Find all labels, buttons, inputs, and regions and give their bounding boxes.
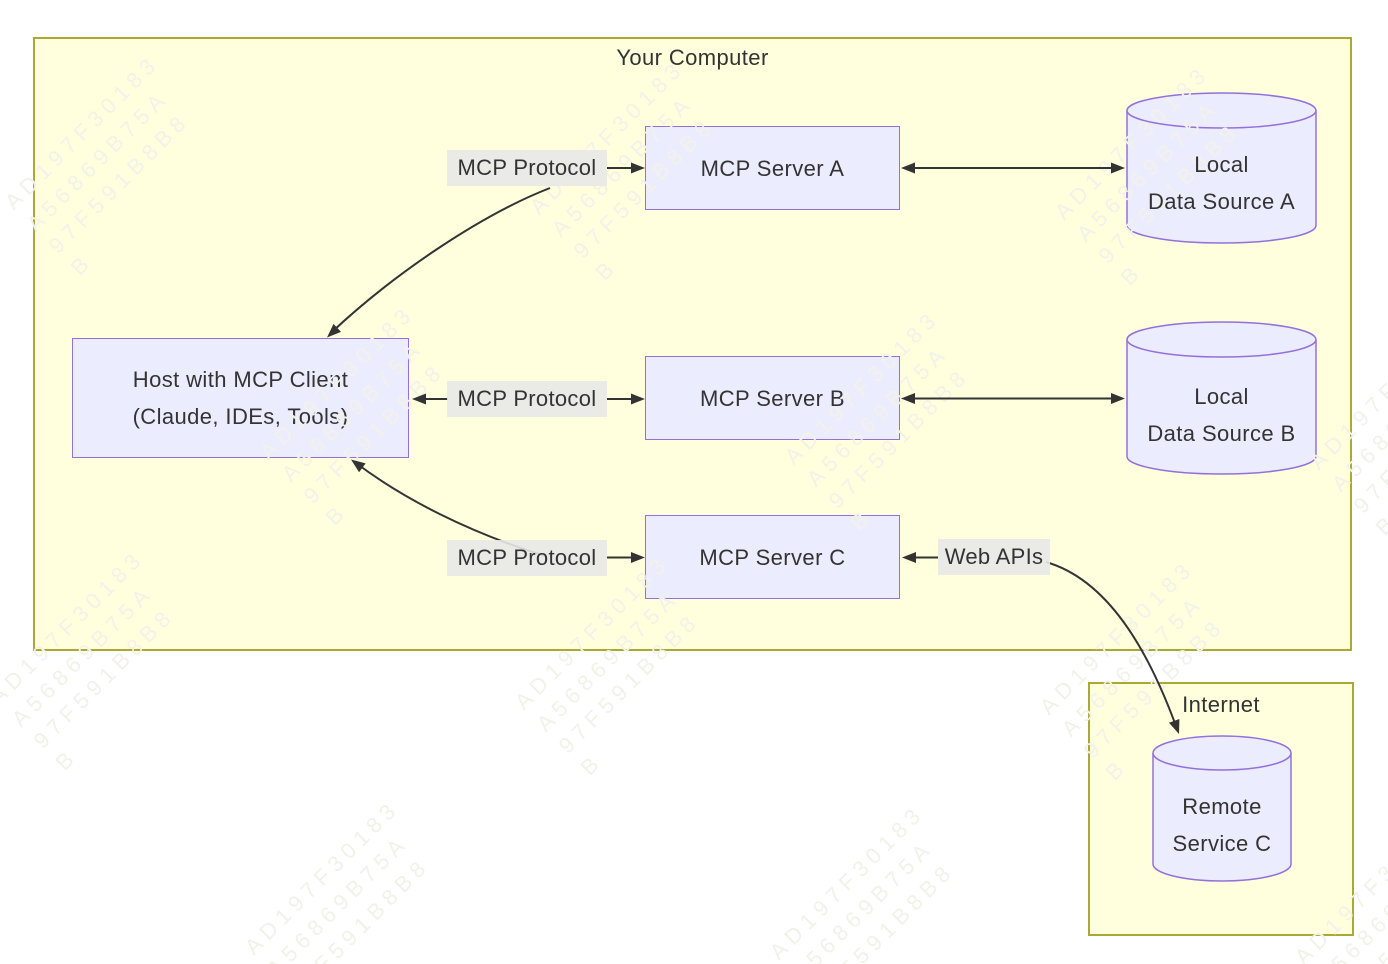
- web-apis-label: Web APIs: [938, 539, 1050, 575]
- mcp-protocol-label-a: MCP Protocol: [447, 150, 607, 186]
- data-source-a-line2: Data Source A: [1147, 189, 1296, 214]
- watermark-line: 97F591B8B8: [1348, 367, 1388, 519]
- mcp-protocol-label-b: MCP Protocol: [447, 381, 607, 417]
- watermark-line: B: [828, 863, 997, 964]
- watermark-line: A56869B75A: [786, 834, 939, 964]
- data-source-b-line2: Data Source B: [1147, 421, 1296, 446]
- host-node-line1: Host with MCP Client: [132, 367, 349, 392]
- remote-service-c-label: Remote Service C: [1153, 788, 1291, 862]
- mcp-server-c-node: MCP Server C: [645, 515, 900, 599]
- mcp-server-a-label: MCP Server A: [700, 155, 845, 181]
- remote-service-c-line1: Remote: [1182, 794, 1262, 819]
- internet-group-label: Internet: [1182, 692, 1260, 717]
- watermark-line: AD197F30183: [764, 799, 930, 964]
- watermark-line: AD197F30183: [239, 794, 405, 960]
- mcp-server-b-node: MCP Server B: [645, 356, 900, 440]
- data-source-b-label: Local Data Source B: [1127, 378, 1316, 452]
- watermark-line: 97F591B8B8: [808, 857, 960, 964]
- mcp-protocol-label-c: MCP Protocol: [447, 540, 607, 576]
- watermark-line: A56869B75A: [261, 829, 414, 964]
- mcp-server-c-label: MCP Server C: [699, 544, 846, 570]
- watermark-line: 97F591B8B8: [283, 852, 435, 964]
- watermark-line: B: [303, 858, 472, 964]
- your-computer-group-label: Your Computer: [616, 45, 769, 70]
- data-source-a-label: Local Data Source A: [1127, 146, 1316, 220]
- remote-service-c-line2: Service C: [1172, 831, 1272, 856]
- watermark-line: B: [1370, 507, 1388, 541]
- mcp-server-a-node: MCP Server A: [645, 126, 900, 210]
- data-source-a-line1: Local: [1194, 152, 1249, 177]
- data-source-b-line1: Local: [1194, 384, 1249, 409]
- host-node-line2: (Claude, IDEs, Tools): [132, 404, 349, 429]
- watermark-line: B: [1353, 868, 1388, 964]
- mcp-server-b-label: MCP Server B: [700, 385, 845, 411]
- host-node: Host with MCP Client (Claude, IDEs, Tool…: [72, 338, 409, 458]
